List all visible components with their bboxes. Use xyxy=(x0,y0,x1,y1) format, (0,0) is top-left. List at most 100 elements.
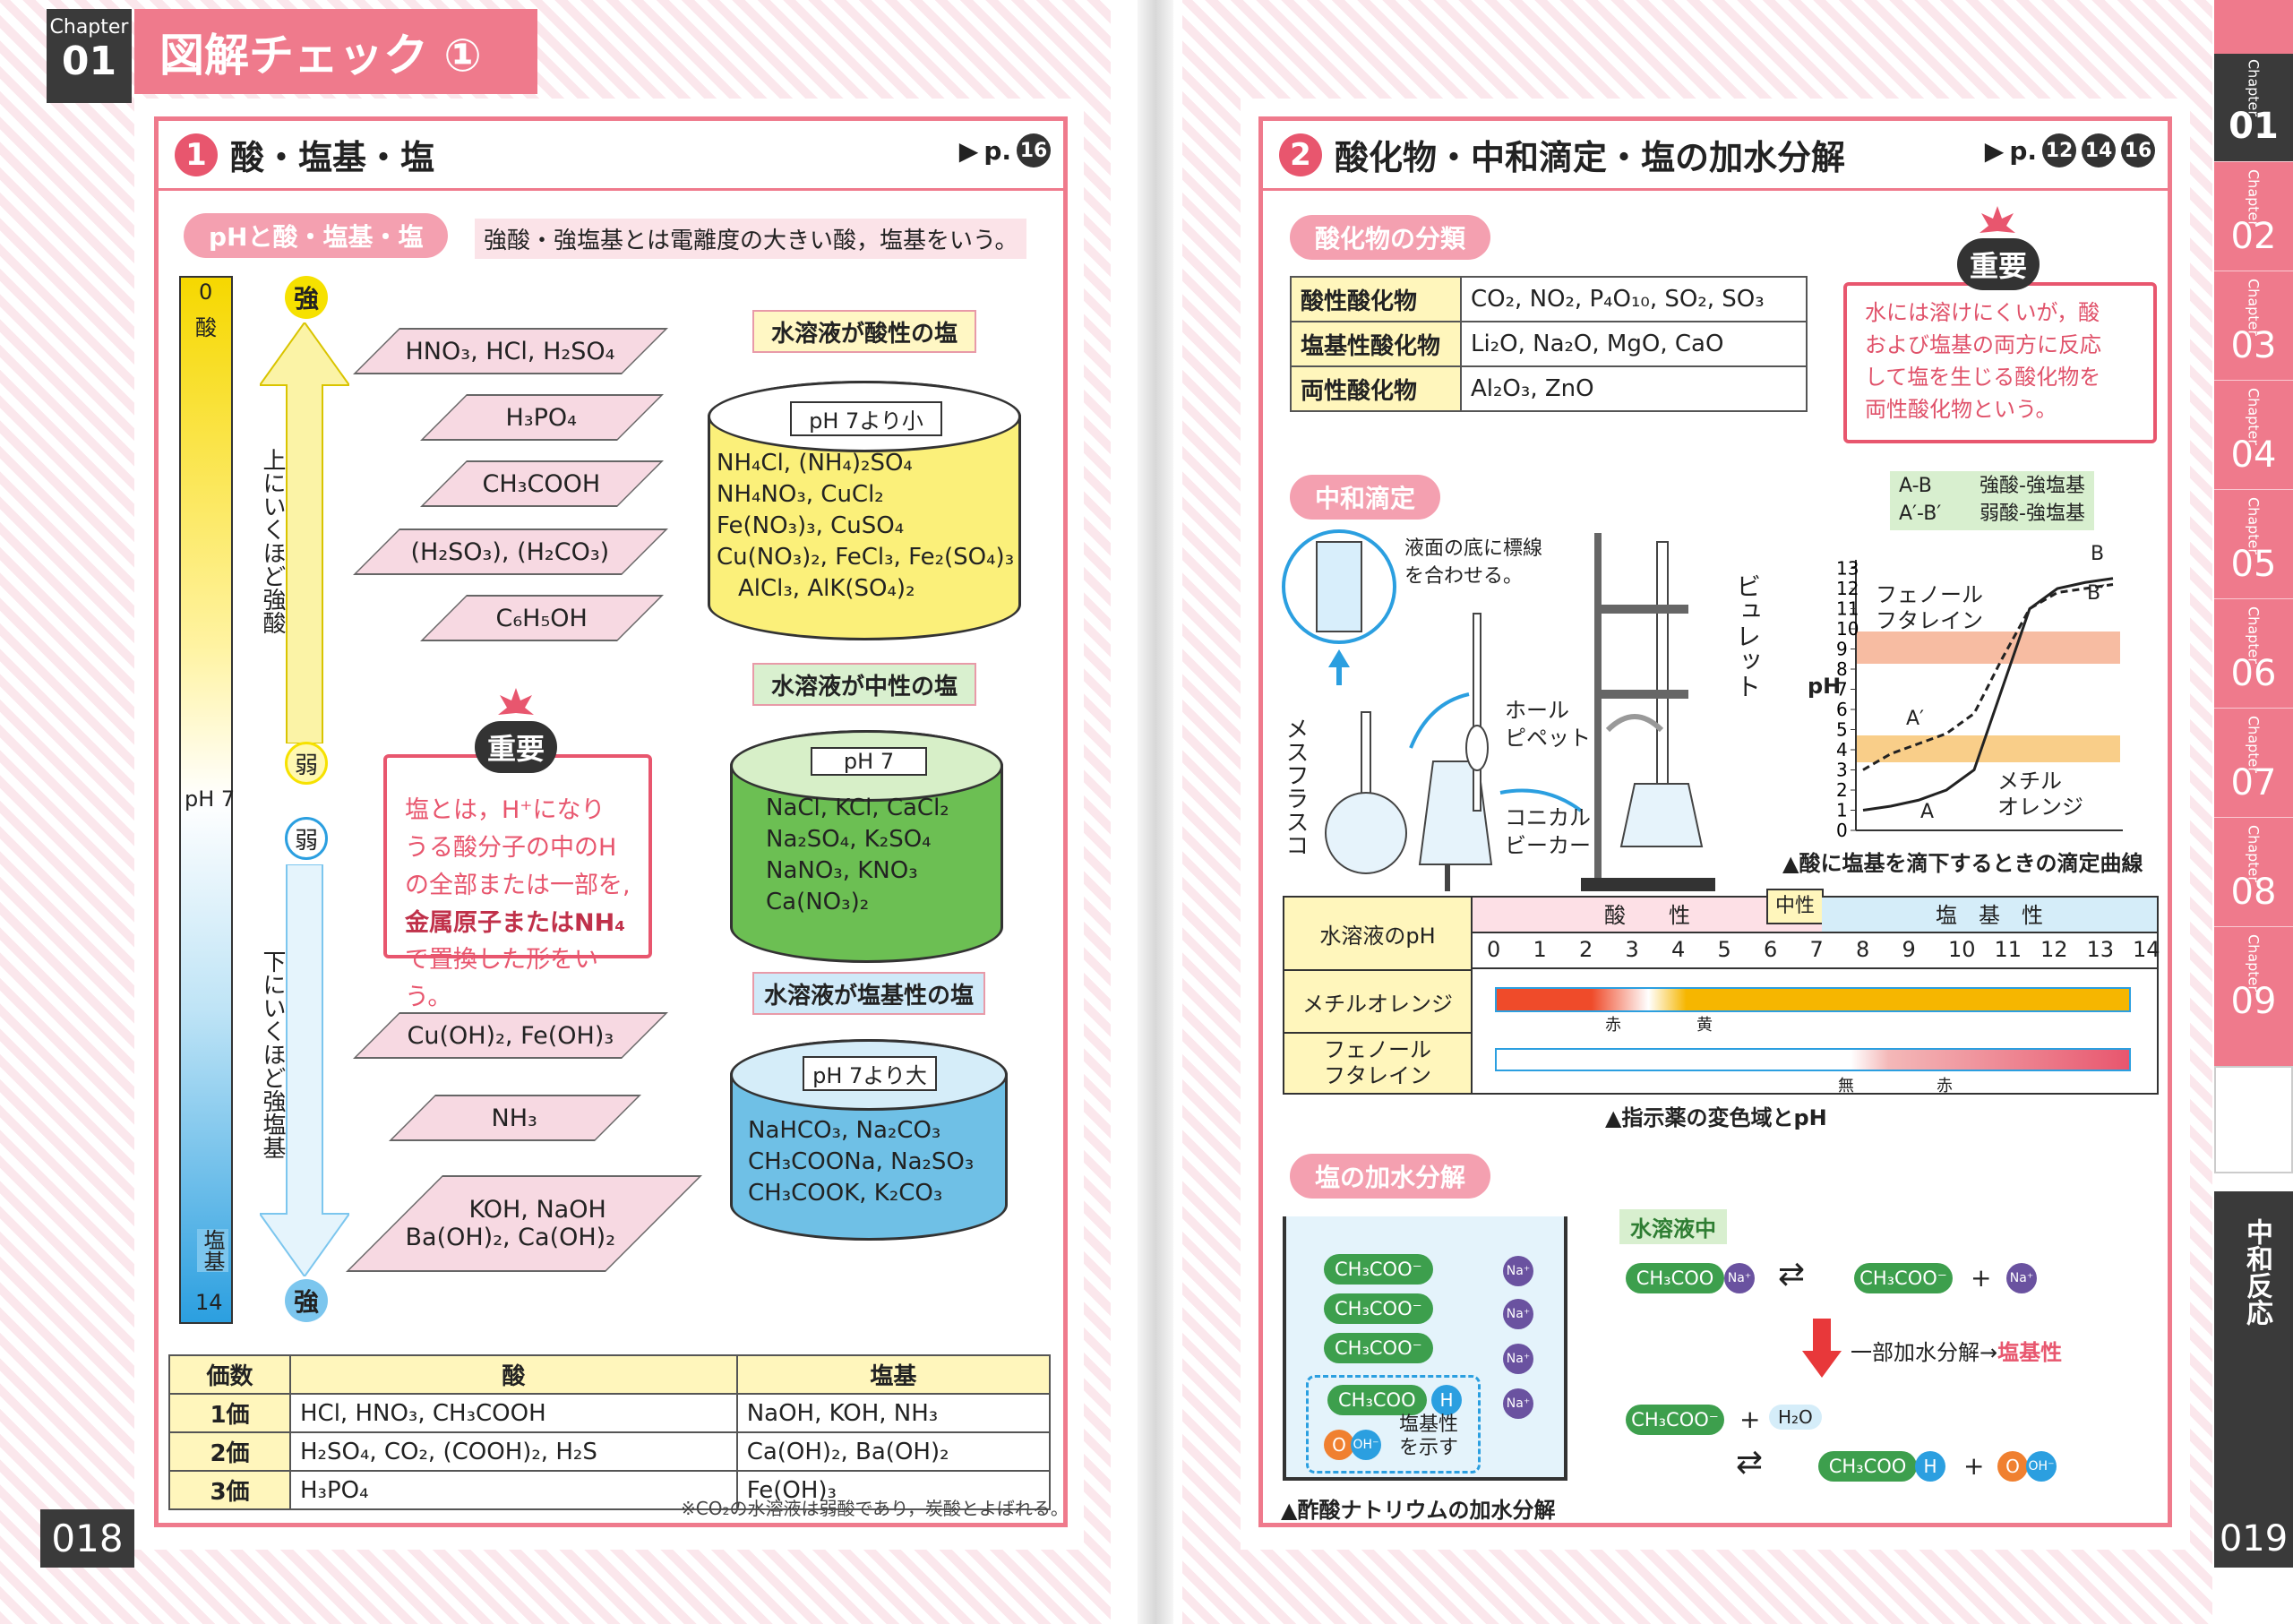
table-header: 酸 xyxy=(289,1354,738,1395)
oxide-pill: 酸化物の分類 xyxy=(1290,215,1491,260)
table-cell: Li₂O, Na₂O, MgO, CaO xyxy=(1460,321,1808,367)
y-tick-label: 1 xyxy=(1836,800,1848,821)
section-number: 2 xyxy=(1279,133,1322,176)
hydrolysis-pill: 塩の加水分解 xyxy=(1290,1154,1491,1199)
hydroxide-ion: OH⁻ xyxy=(1351,1430,1381,1460)
table-cell: 塩基性酸化物 xyxy=(1290,321,1462,367)
tab-number: 05 xyxy=(2230,544,2277,585)
ph-tick-label: 4 xyxy=(1671,937,1686,962)
ph-tick-label: 2 xyxy=(1579,937,1593,962)
table-cell: H₃PO₄ xyxy=(289,1470,738,1510)
table-cell: 酸性酸化物 xyxy=(1290,276,1462,322)
salt-line: Fe(NO₃)₃, CuSO₄ xyxy=(717,512,905,540)
indicator-pp-header: フェノール フタレイン xyxy=(1284,1034,1473,1093)
salt-line: Na₂SO₄, K₂SO₄ xyxy=(766,826,932,854)
ph-tick-label: 0 xyxy=(1487,937,1501,962)
oxygen-atom: O xyxy=(1997,1451,2028,1482)
page-ref-label: p. xyxy=(983,135,1011,166)
series-line-ab xyxy=(1862,577,2114,812)
base-arrow xyxy=(260,864,349,1276)
partial-hydrolysis: 一部加水分解→塩基性 xyxy=(1851,1335,2062,1366)
ph-tick-label: 7 xyxy=(1809,937,1824,962)
acid-text: C₆H₅OH xyxy=(495,604,588,632)
yellow-label: 黄 xyxy=(1696,1016,1713,1035)
label-line: フェノール xyxy=(1324,1037,1431,1062)
ph-0: 0 xyxy=(199,279,213,305)
important-line: 金属原子またはNH₄ xyxy=(405,908,626,937)
table-cell: 1価 xyxy=(168,1393,291,1433)
acid-text: (H₂SO₃), (H₂CO₃) xyxy=(411,537,610,566)
acid-header: 酸 性 xyxy=(1473,898,1822,933)
partial-text: 一部加水分解→ xyxy=(1851,1340,1998,1365)
ph-tick-label: 14 xyxy=(2133,937,2160,962)
table-cell: Fe(OH)₃ xyxy=(735,1470,1052,1510)
page-ref-badge: 12 xyxy=(2042,133,2076,168)
ph-tick-label: 1 xyxy=(1533,937,1547,962)
oxygen-atom: O xyxy=(1324,1430,1354,1460)
salt-label-neutral: 水溶液が中性の塩 xyxy=(752,663,976,706)
ph-tick-label: 9 xyxy=(1902,937,1916,962)
salt-label-acidic: 水溶液が酸性の塩 xyxy=(752,310,976,353)
ph-tick-label: 11 xyxy=(1994,937,2022,962)
acid-arrow-text: 上にいくほど強酸 xyxy=(259,448,286,634)
legend-key: A-B xyxy=(1899,475,1932,497)
legend-row: A′-B′弱酸-強塩基 xyxy=(1899,501,2085,528)
important-line: 両性酸化物という。 xyxy=(1865,397,2057,422)
y-tick-label: 9 xyxy=(1836,639,1848,660)
indicator-row-header: 水溶液のpH xyxy=(1284,898,1473,971)
page-title-bar: 図解チェック ① xyxy=(134,9,537,94)
important-line: の全部または一部を, xyxy=(405,871,631,899)
sodium-ion: Na⁺ xyxy=(1503,1256,1533,1286)
curve-ylabel: pH xyxy=(1808,674,1842,699)
table-cell: 2価 xyxy=(168,1431,291,1472)
ph-tick-label: 12 xyxy=(2040,937,2068,962)
label-line: 塩基性 xyxy=(1399,1413,1459,1436)
salt-line: NaCl, KCl, CaCl₂ xyxy=(766,795,949,821)
table-cell: NaOH, KOH, NH₃ xyxy=(735,1393,1052,1433)
chapter-tab-active[interactable]: Chapter 01 xyxy=(2214,54,2293,161)
chapter-number: 01 xyxy=(61,39,117,84)
side-illustration xyxy=(2214,1066,2293,1173)
page-title: 図解チェック ① xyxy=(159,29,482,82)
base-text: Ba(OH)₂, Ca(OH)₂ xyxy=(405,1224,615,1251)
acetate-ion: CH₃COO⁻ xyxy=(1324,1293,1433,1324)
table-cell: H₂SO₄, CO₂, (COOH)₂, H₂S xyxy=(289,1431,738,1472)
label-line: オレンジ xyxy=(1997,794,2083,820)
salt-line: Ca(NO₃)₂ xyxy=(766,889,870,916)
flask-label: メスフラスコ xyxy=(1282,717,1309,856)
legend-value: 強酸-強塩基 xyxy=(1980,475,2085,497)
section-2-header: 2 酸化物・中和滴定・塩の加水分解 ▶p. 12 14 16 xyxy=(1263,121,2168,191)
water-molecule: H₂O xyxy=(1769,1405,1822,1430)
hydrogen-ion: H xyxy=(1431,1385,1462,1415)
important-line: 水には溶けにくいが，酸 xyxy=(1865,300,2100,325)
y-tick-label: 6 xyxy=(1836,699,1848,720)
hydrogen-ion: H xyxy=(1915,1451,1945,1482)
tab-label: Chapter xyxy=(2245,606,2263,664)
salt-line: Cu(NO₃)₂, FeCl₃, Fe₂(SO₄)₃ xyxy=(717,544,1015,571)
y-tick-label: 0 xyxy=(1836,820,1848,841)
base-text: KOH, NaOH xyxy=(468,1196,607,1224)
plus-sign: + xyxy=(1963,1451,1985,1481)
tab-number: 06 xyxy=(2230,653,2277,694)
important-box: 塩とは，H⁺になり うる酸分子の中のH の全部または一部を, 金属原子またはNH… xyxy=(383,754,652,1011)
phenol-label: フェノール フタレイン xyxy=(1876,582,1983,634)
y-tick-label: 7 xyxy=(1836,679,1848,700)
table-cell: 両性酸化物 xyxy=(1290,365,1462,412)
ph-tick-label: 5 xyxy=(1717,937,1731,962)
side-label xyxy=(2214,1191,2293,1514)
acid-row-4: (H₂SO₃), (H₂CO₃) xyxy=(353,528,668,575)
equilibrium-arrow: ⇄ xyxy=(1736,1444,1764,1481)
strong-acid-circle: 強 xyxy=(285,276,328,319)
